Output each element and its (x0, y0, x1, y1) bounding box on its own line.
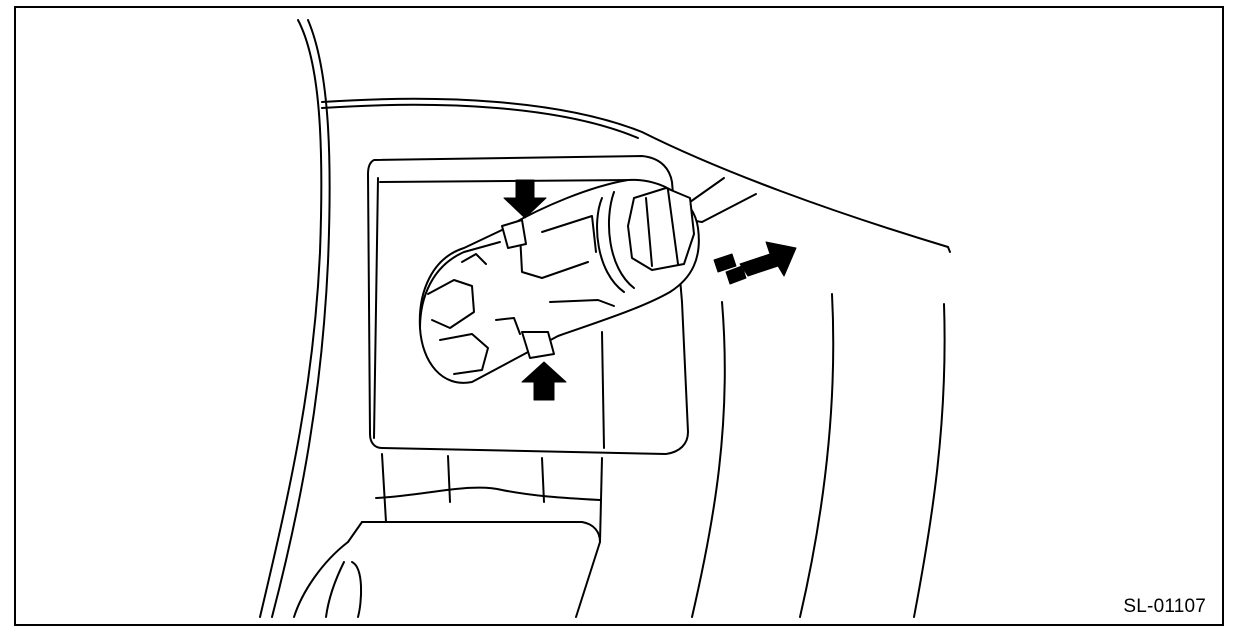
figure-frame: SL-01107 (14, 6, 1224, 626)
press-arrow-bottom (521, 361, 567, 401)
mounting-panel (293, 155, 689, 618)
figure-code-label: SL-01107 (1123, 596, 1206, 617)
press-arrow-top (503, 179, 547, 219)
dashboard-contour (321, 97, 951, 253)
connector-illustration (259, 19, 951, 618)
filled-arrow-icon (503, 179, 797, 401)
pull-arrow-right (739, 241, 797, 277)
cable (684, 177, 757, 223)
trim-panel-edge (259, 19, 331, 618)
connector-body[interactable] (418, 178, 700, 384)
side-panel-lines (691, 293, 946, 618)
